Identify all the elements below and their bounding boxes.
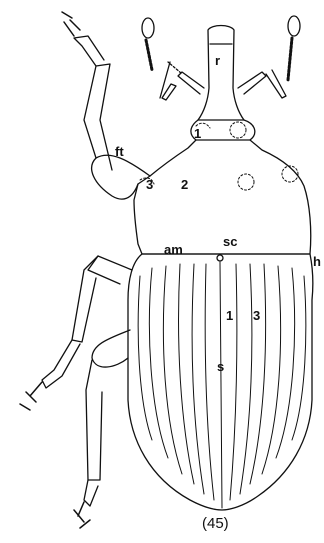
left-antenna [142, 18, 204, 100]
label-rostrum: r [215, 53, 220, 68]
middle-leg [20, 256, 132, 410]
hind-leg [74, 330, 130, 528]
label-pronotum-1: 1 [194, 126, 201, 141]
right-antenna [238, 16, 300, 98]
rostrum [198, 26, 244, 121]
label-suture: s [217, 359, 224, 374]
label-interval-3: 3 [253, 308, 260, 323]
front-leg [62, 12, 150, 199]
elytral-striae [138, 262, 306, 508]
label-scape: ft [115, 144, 124, 159]
label-pronotum-3: 3 [146, 177, 153, 192]
label-interval-1: 1 [226, 308, 233, 323]
scutellum [217, 255, 223, 261]
label-pronotum-2: 2 [181, 177, 188, 192]
figure-caption: (45) [202, 515, 229, 532]
label-humerus: h [313, 254, 321, 269]
label-anterior-margin: am [164, 242, 183, 257]
label-scutellum: sc [223, 234, 237, 249]
